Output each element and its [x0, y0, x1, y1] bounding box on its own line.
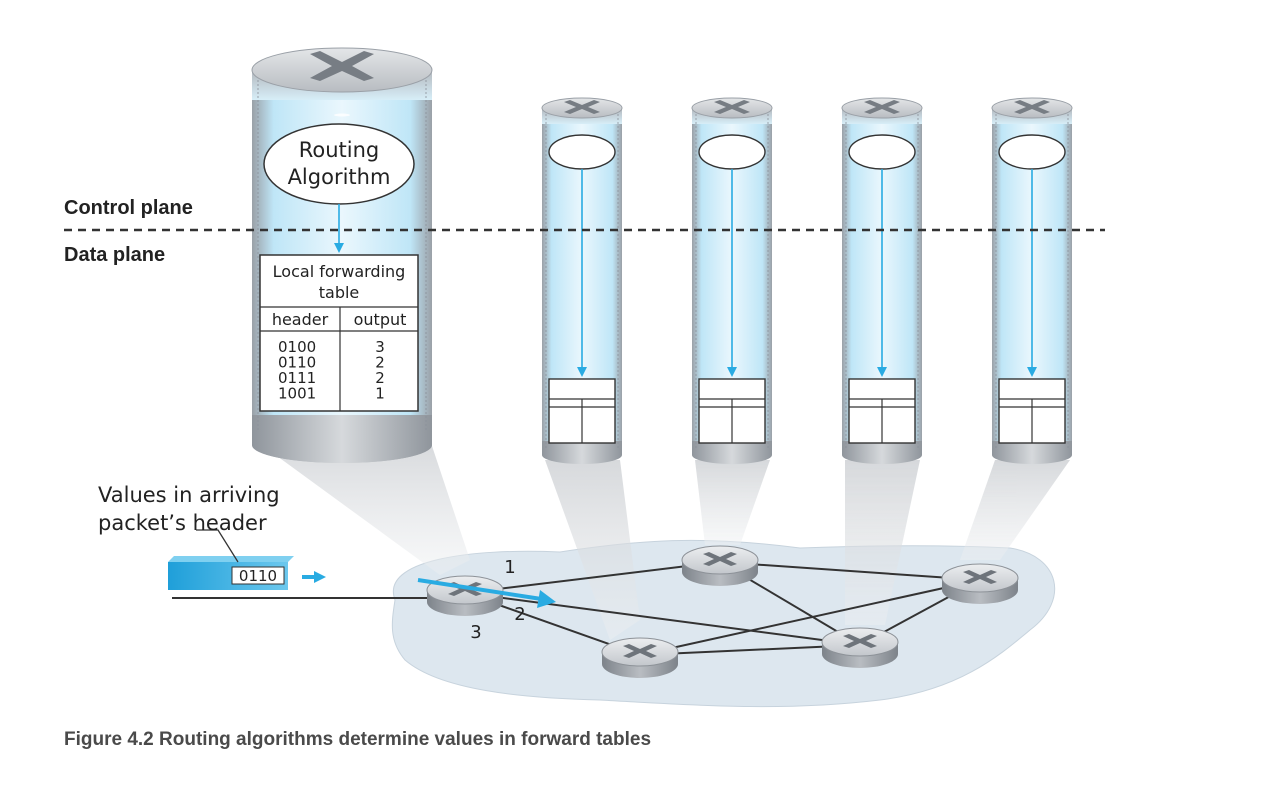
small-router-cylinders: [541, 97, 1073, 464]
router-icon: [941, 563, 1019, 604]
table-row-output: 2: [375, 369, 385, 387]
packet-note-line1: Values in arriving: [98, 483, 280, 507]
forwarding-table-icon: [848, 378, 916, 444]
control-plane-label: Control plane: [64, 197, 193, 219]
table-row-header: 1001: [278, 385, 316, 403]
table-rows: 0100 3 0110 2 0111 2 1001 1: [278, 338, 385, 403]
table-row-header: 0110: [278, 354, 316, 372]
table-row-output: 1: [375, 385, 385, 403]
table-row-output: 3: [375, 338, 385, 356]
routing-algorithm-node: [998, 134, 1066, 170]
router-icon: [681, 545, 759, 586]
port-2-label: 2: [514, 604, 525, 625]
table-row-output: 2: [375, 354, 385, 372]
table-col-output: output: [354, 310, 407, 329]
arriving-packet: [168, 556, 294, 590]
forwarding-arrow: [417, 578, 549, 602]
small-router-cylinder: [691, 97, 773, 464]
forwarding-table-icon: [698, 378, 766, 444]
routing-algorithm-node: [548, 134, 616, 170]
packet-header-value: 0110: [239, 567, 277, 585]
table-title-line2: table: [319, 283, 360, 302]
routing-algorithm-line1: Routing: [299, 138, 380, 162]
forwarding-table-icon: [548, 378, 616, 444]
table-col-header: header: [272, 310, 329, 329]
port-1-label: 1: [504, 557, 515, 578]
local-forwarding-table: [259, 254, 419, 412]
projection-beams: [255, 440, 1070, 640]
figure-caption: Figure 4.2 Routing algorithms determine …: [64, 729, 652, 750]
routing-algorithm-node: [848, 134, 916, 170]
routing-algorithm-node: [698, 134, 766, 170]
router-x-icon: [864, 100, 900, 114]
data-plane-label: Data plane: [64, 244, 165, 266]
packet-note-leader: [196, 529, 239, 563]
table-title-line1: Local forwarding: [273, 262, 406, 281]
forwarding-table-icon: [998, 378, 1066, 444]
router-x-icon: [310, 51, 374, 81]
routing-algorithm-node: [263, 123, 415, 205]
routing-algorithm-line2: Algorithm: [288, 165, 391, 189]
router-icon: [821, 627, 899, 668]
router-x-icon: [714, 100, 750, 114]
packet-note-line2: packet’s header: [98, 511, 267, 535]
router-x-icon: [564, 100, 600, 114]
forwarding-arrow-head: [537, 590, 556, 608]
router-icon: [601, 637, 679, 678]
small-router-cylinder: [991, 97, 1073, 464]
packet-direction-arrow-head: [314, 571, 326, 583]
table-row-header: 0100: [278, 338, 316, 356]
small-router-cylinder: [541, 97, 623, 464]
table-row-header: 0111: [278, 369, 316, 387]
port-3-label: 3: [470, 622, 481, 643]
router-x-icon: [1014, 100, 1050, 114]
small-router-cylinder: [841, 97, 923, 464]
